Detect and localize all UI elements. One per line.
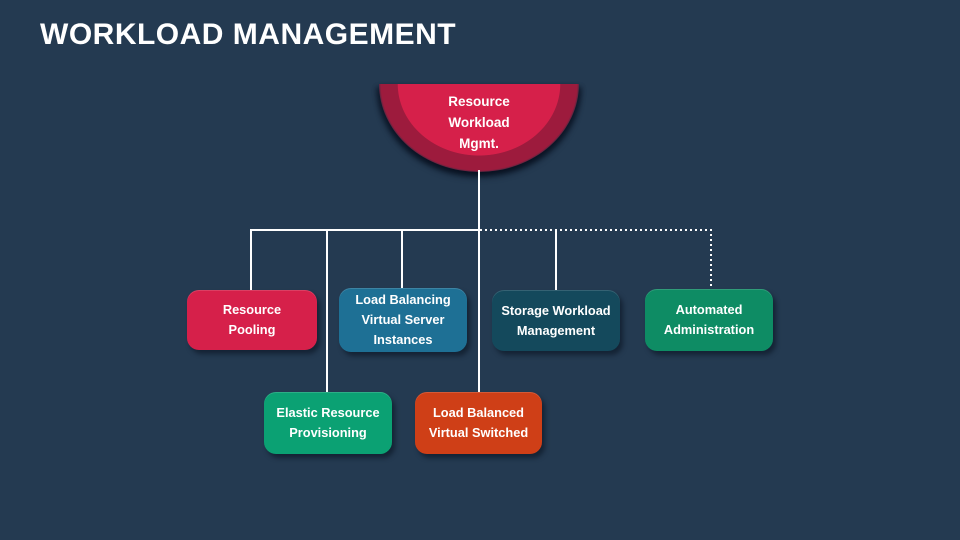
node-automated-administration: Automated Administration [645,289,773,351]
connector-drop-storage-workload [555,229,557,292]
node-resource-pooling: Resource Pooling [187,290,317,350]
root-node-label: Resource Workload Mgmt. [448,94,510,151]
node-load-balanced-virtual-switched: Load Balanced Virtual Switched [415,392,542,454]
slide-title: WORKLOAD MANAGEMENT [40,18,457,51]
root-node-resource-workload-mgmt: Resource Workload Mgmt. [379,84,579,172]
node-load-balancing-virtual-server-instances: Load Balancing Virtual Server Instances [339,288,467,352]
connector-drop-resource-pooling [250,229,252,291]
connector-trunk-vertical [478,170,480,394]
connector-drop-elastic-provisioning [326,229,328,393]
node-elastic-resource-provisioning: Elastic Resource Provisioning [264,392,392,454]
connector-horizontal-solid [250,229,480,231]
node-storage-workload-management: Storage Workload Management [492,290,620,351]
connector-drop-automated-dashed [710,229,712,290]
connector-horizontal-dashed [480,229,712,231]
connector-drop-load-balancing [401,229,403,289]
